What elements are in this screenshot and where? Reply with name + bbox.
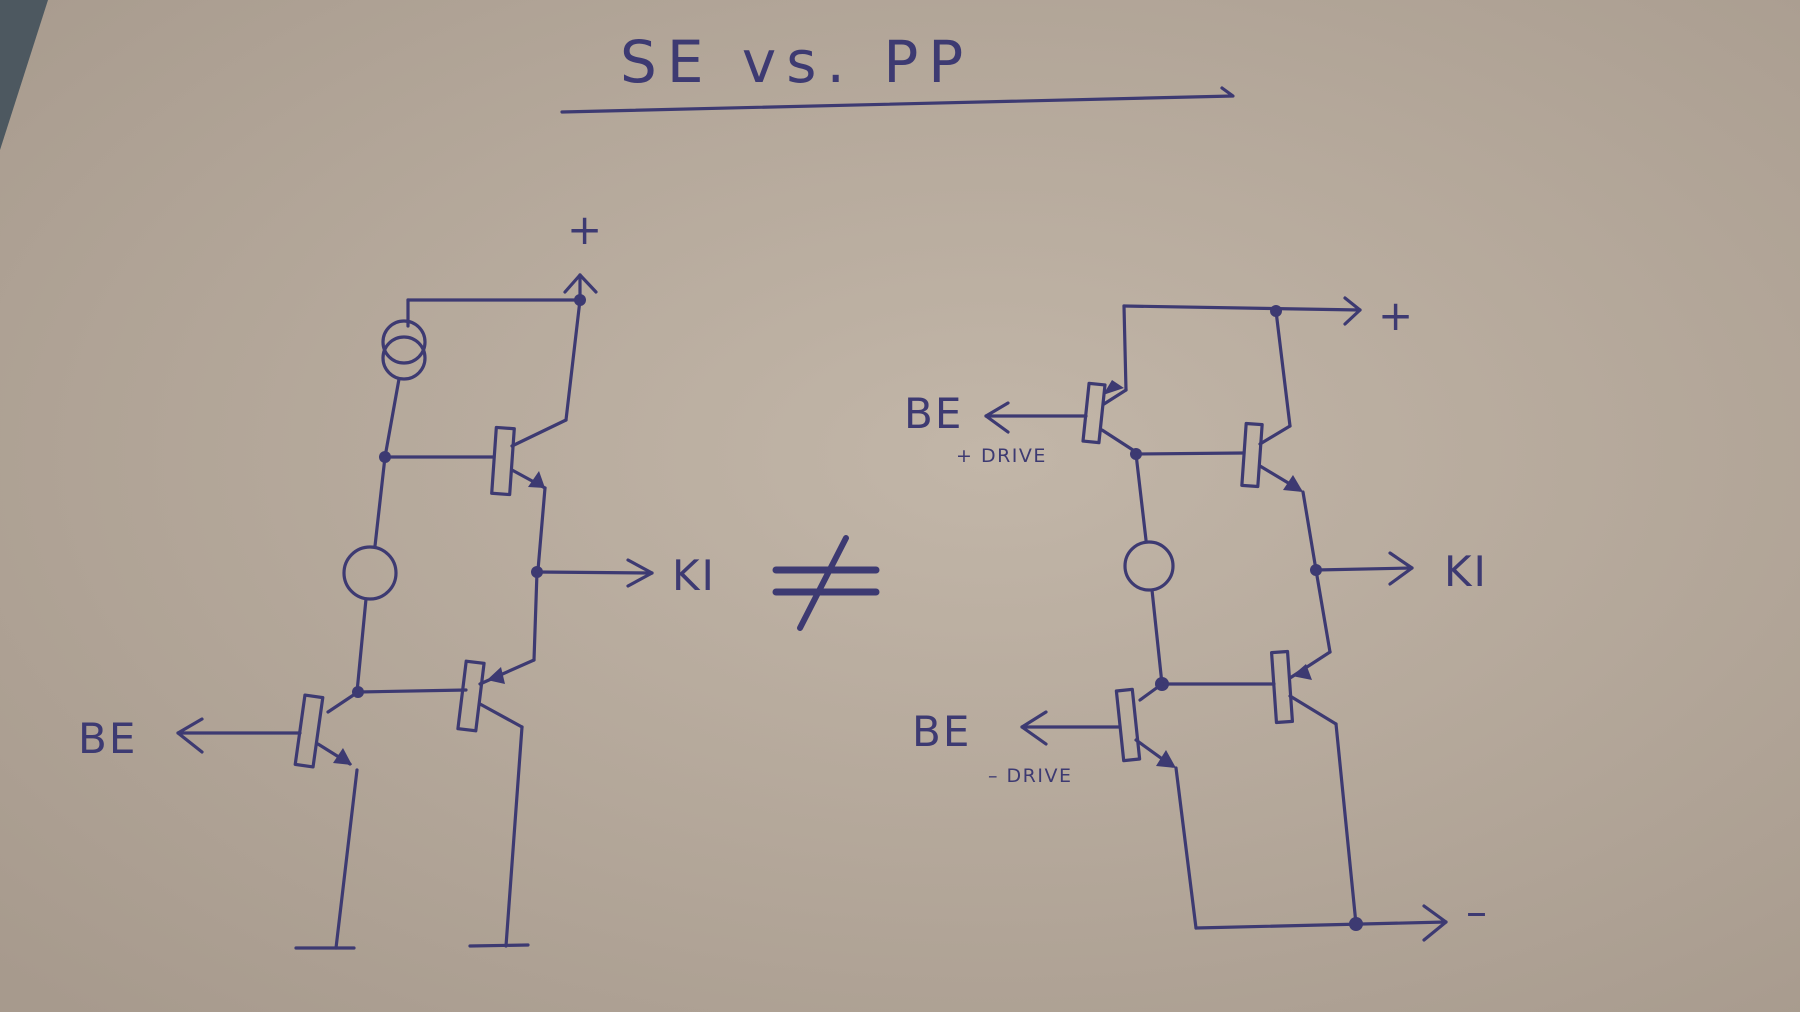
not-equal-sign: ≠ (772, 535, 880, 631)
left-input-label: BE (78, 714, 137, 763)
left-bias-lead-bottom (355, 597, 368, 694)
right-q1-emitter (1102, 388, 1128, 406)
left-output-label: KI (672, 551, 716, 600)
right-input-top-label: BE (904, 389, 963, 438)
right-q3-collector-lead (1274, 309, 1292, 428)
right-q3-base-lead (1134, 451, 1246, 456)
left-output-wire (535, 570, 654, 575)
left-supply-label: + (567, 205, 604, 254)
left-current-source-upper (381, 319, 427, 365)
left-q2-collector-lead (504, 725, 524, 948)
left-q2-base-bar (456, 659, 486, 733)
right-supply-positive-label: + (1378, 291, 1415, 340)
left-circuit: + KI (78, 205, 716, 950)
left-ground-right (468, 943, 530, 948)
left-q3-emitter-arrow (528, 471, 545, 488)
left-cs-lead-bottom (383, 377, 401, 459)
left-q1-emitter-arrow (333, 748, 352, 765)
right-output-arrow (1388, 551, 1414, 586)
right-q1-emitter-arrow (1103, 380, 1124, 395)
left-q1-emitter-lead (334, 768, 359, 950)
right-q3-emitter-arrow (1283, 475, 1303, 492)
right-output-wire (1314, 566, 1414, 572)
right-q1-collector-lead (1122, 304, 1128, 392)
left-q1-base-bar (293, 693, 325, 769)
right-bias-lead-bottom (1150, 588, 1164, 686)
title-underline (560, 86, 1235, 114)
right-q1-collector (1100, 428, 1138, 454)
right-q2-collector (1288, 694, 1338, 726)
left-input-arrow (176, 717, 204, 754)
left-output-arrow (626, 558, 654, 588)
right-input-top-arrow (984, 401, 1010, 434)
right-bottom-node (1349, 917, 1363, 931)
left-q3-collector-lead (564, 298, 582, 422)
left-q2-base-lead (356, 688, 468, 694)
table-corner (0, 0, 48, 150)
right-supply-negative-arrow (1422, 904, 1448, 942)
right-supply-negative-label: – (1466, 887, 1489, 936)
right-q2-emitter-lead (1314, 568, 1332, 654)
left-q3-base-bar (490, 425, 516, 497)
right-input-bottom-sub: – DRIVE (988, 765, 1072, 787)
right-bias-lead-top (1134, 452, 1148, 542)
left-q1-collector (326, 690, 360, 714)
right-q2-base-bar (1269, 649, 1295, 725)
right-q3-base-bar (1240, 421, 1264, 489)
right-q3-emitter-lead (1301, 490, 1318, 572)
right-q4-collector (1138, 682, 1164, 702)
left-current-source-lower (381, 335, 427, 381)
right-output-label: KI (1444, 547, 1488, 596)
right-q3-collector (1258, 424, 1292, 446)
right-q1-base-bar (1081, 381, 1107, 445)
left-q3-emitter-lead (536, 486, 547, 572)
right-supply-positive-arrow (1343, 296, 1362, 326)
diagram-title: SE vs. PP (620, 28, 973, 96)
right-input-bottom-arrow (1020, 710, 1048, 746)
right-circuit: + BE + DRIVE KI (904, 291, 1489, 942)
left-q2-emitter-arrow (487, 667, 505, 684)
right-q4-emitter-arrow (1156, 750, 1176, 768)
right-bias-element (1123, 540, 1175, 592)
right-q2-collector-lead (1334, 722, 1358, 926)
left-q2-emitter-lead (532, 570, 539, 662)
right-q2-emitter-arrow (1292, 664, 1312, 680)
left-bias-element (342, 545, 398, 601)
right-input-top-sub: + DRIVE (956, 445, 1047, 467)
left-bias-lead-top (373, 455, 387, 548)
right-input-bottom-label: BE (912, 707, 971, 756)
right-q4-emitter-lead (1174, 766, 1198, 930)
right-bottom-rail (1194, 920, 1448, 930)
left-q3-collector (510, 418, 568, 448)
left-q2-collector (478, 702, 524, 729)
right-top-rail (1122, 304, 1362, 312)
